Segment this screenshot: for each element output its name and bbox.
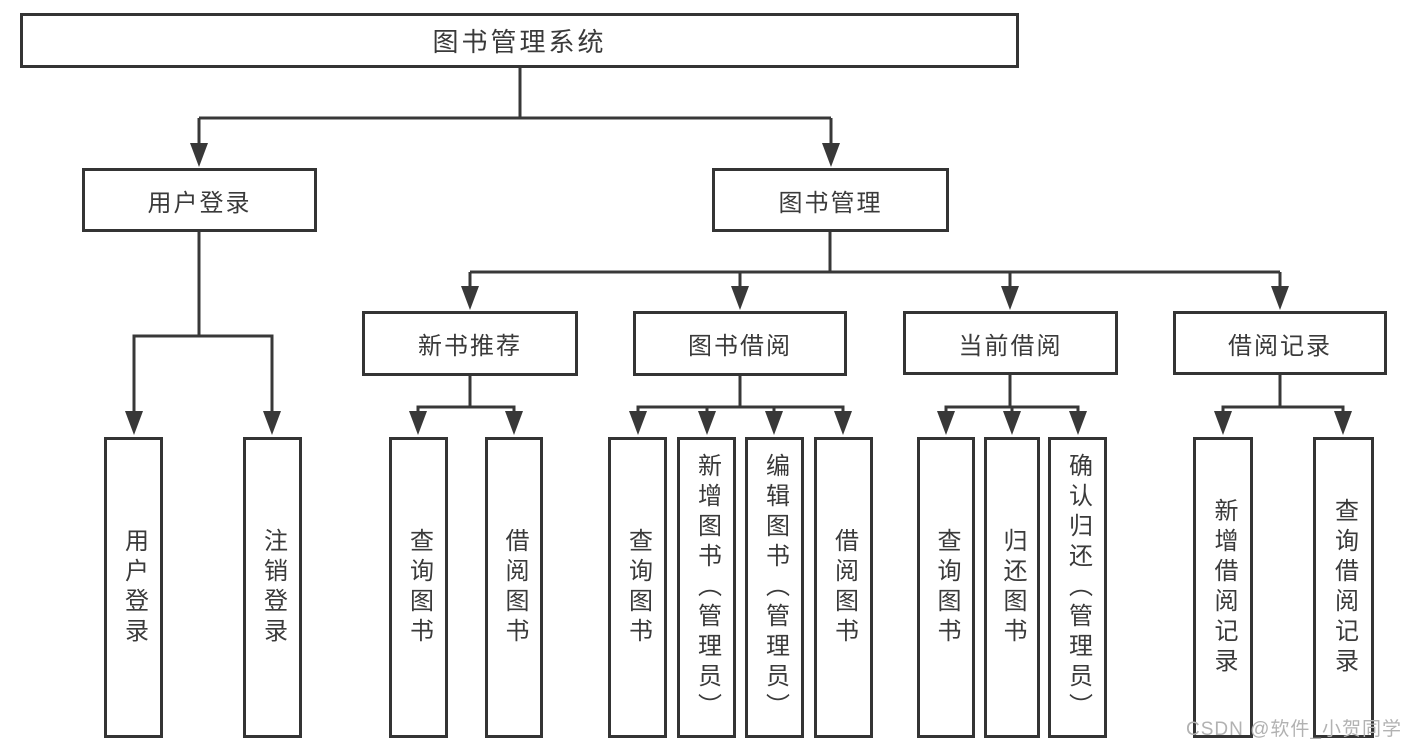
- node-user-login-leaf: 用户登录: [104, 437, 163, 738]
- node-query-books-borrowing: 查询图书: [608, 437, 667, 738]
- node-book-borrowing: 图书借阅: [633, 311, 847, 376]
- node-label: 用户登录: [120, 527, 148, 648]
- node-label: 确认归还（管理员）: [1064, 452, 1092, 723]
- node-logout: 注销登录: [243, 437, 302, 738]
- node-confirm-return-admin: 确认归还（管理员）: [1048, 437, 1107, 738]
- tree-connector-lines: [132, 67, 1345, 412]
- node-add-books-admin: 新增图书（管理员）: [677, 437, 736, 738]
- node-label: 查询图书: [405, 527, 433, 648]
- node-label: 编辑图书（管理员）: [761, 452, 789, 723]
- node-label: 借阅记录: [1228, 332, 1332, 360]
- node-label: 新增图书（管理员）: [693, 452, 721, 723]
- node-library-management-system: 图书管理系统: [20, 13, 1019, 68]
- node-query-books-recommend: 查询图书: [389, 437, 448, 738]
- csdn-watermark: CSDN @软件_小贺同学: [1186, 719, 1402, 740]
- node-label: 查询图书: [624, 527, 652, 648]
- node-borrow-books-borrowing: 借阅图书: [814, 437, 873, 738]
- node-label: 图书管理系统: [432, 27, 607, 57]
- node-label: 图书借阅: [688, 333, 792, 360]
- node-book-management: 图书管理: [712, 168, 949, 232]
- node-label: 用户登录: [147, 189, 252, 217]
- node-query-borrow-record: 查询借阅记录: [1313, 437, 1374, 738]
- node-new-book-recommendation: 新书推荐: [362, 311, 578, 376]
- node-label: 借阅图书: [830, 527, 858, 648]
- node-label: 查询借阅记录: [1330, 497, 1358, 678]
- node-borrowing-records: 借阅记录: [1173, 311, 1387, 375]
- node-label: 新增借阅记录: [1210, 497, 1237, 678]
- node-borrow-books-recommend: 借阅图书: [485, 437, 543, 738]
- node-label: 当前借阅: [958, 332, 1063, 360]
- node-add-borrow-record: 新增借阅记录: [1193, 437, 1253, 738]
- node-label: 图书管理: [778, 189, 883, 217]
- node-label: 注销登录: [259, 527, 287, 648]
- node-label: 借阅图书: [501, 527, 528, 648]
- node-label: 归还图书: [999, 527, 1026, 648]
- node-label: 查询图书: [933, 527, 960, 648]
- node-query-books-current: 查询图书: [917, 437, 975, 738]
- arrowhead-icons: [125, 143, 1352, 435]
- node-user-login: 用户登录: [82, 168, 317, 232]
- node-current-borrowing: 当前借阅: [903, 311, 1118, 375]
- node-edit-books-admin: 编辑图书（管理员）: [745, 437, 804, 738]
- node-return-books: 归还图书: [984, 437, 1040, 738]
- node-label: 新书推荐: [418, 333, 522, 360]
